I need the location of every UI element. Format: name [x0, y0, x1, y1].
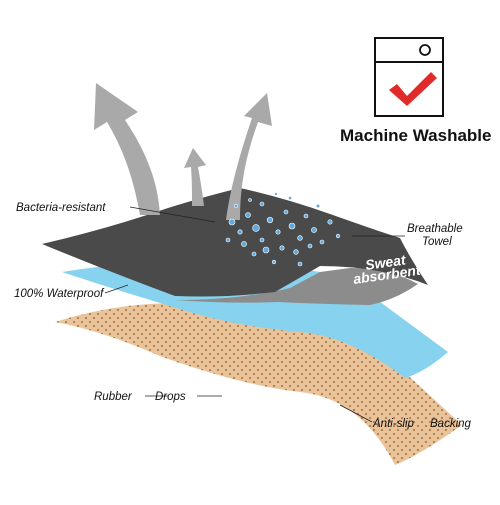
- towel-underside: [175, 268, 418, 305]
- label-rubber: Rubber: [94, 391, 133, 403]
- label-backing: Backing: [430, 418, 472, 430]
- moisture-bubble: [293, 249, 299, 255]
- label-sweat: Sweat: [364, 251, 408, 273]
- moisture-bubble: [279, 245, 285, 251]
- checkmark-icon: [389, 72, 437, 106]
- moisture-bubble: [288, 222, 296, 230]
- vapor-arrow-right: [226, 93, 272, 220]
- moisture-bubble: [315, 203, 321, 209]
- moisture-bubble: [228, 218, 236, 226]
- moisture-bubble: [241, 241, 247, 247]
- label-anti-slip: Anti-slip: [372, 418, 415, 430]
- moisture-bubble: [303, 213, 309, 219]
- moisture-bubble: [237, 229, 243, 235]
- moisture-bubble: [288, 196, 292, 200]
- label-breathable: Breathable: [407, 223, 463, 235]
- moisture-bubble: [225, 237, 231, 243]
- moisture-bubble: [297, 261, 303, 267]
- moisture-bubble: [259, 201, 265, 207]
- leader-antislip: [339, 404, 373, 423]
- moisture-bubble: [248, 198, 252, 202]
- moisture-bubble: [307, 243, 313, 249]
- moisture-bubble: [297, 235, 303, 241]
- moisture-bubble: [233, 203, 239, 209]
- moisture-bubble: [262, 246, 270, 254]
- moisture-bubble: [271, 259, 277, 265]
- moisture-bubble: [252, 224, 260, 232]
- bacteria-resistant-layer: [42, 188, 428, 297]
- moisture-bubble: [251, 251, 257, 257]
- moisture-bubble: [283, 209, 289, 215]
- moisture-bubble: [311, 227, 317, 233]
- moisture-bubble: [319, 239, 325, 245]
- label-drops: Drops: [155, 391, 186, 403]
- moisture-bubble: [275, 229, 281, 235]
- moisture-bubble: [259, 237, 265, 243]
- leader-bacteria: [129, 206, 216, 223]
- breathability-arrows: [94, 83, 272, 220]
- vapor-arrow-left: [94, 83, 160, 215]
- moisture-bubble: [245, 212, 251, 218]
- washing-machine-icon: [374, 37, 444, 117]
- moisture-bubble: [274, 192, 278, 196]
- label-bacteria-resistant: Bacteria-resistant: [16, 202, 106, 214]
- leader-lines: [104, 206, 405, 423]
- moisture-bubbles: [225, 192, 341, 267]
- moisture-bubble: [335, 233, 341, 239]
- leader-waterproof: [104, 284, 129, 294]
- machine-washable-title: Machine Washable: [340, 126, 491, 145]
- moisture-bubble: [327, 219, 333, 225]
- washer-dial: [419, 44, 431, 56]
- label-towel: Towel: [422, 236, 452, 248]
- moisture-bubble: [266, 216, 274, 224]
- label-waterproof: 100% Waterproof: [14, 288, 105, 300]
- vapor-arrow-small: [184, 148, 206, 206]
